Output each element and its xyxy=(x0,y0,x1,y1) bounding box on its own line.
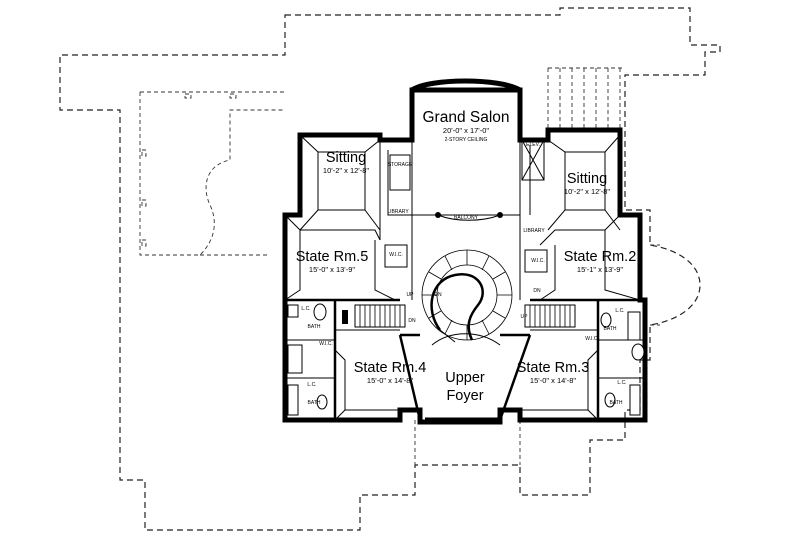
left-bath-fixtures xyxy=(285,303,335,416)
lc-left-bottom-label: L.C. xyxy=(307,382,316,388)
state-rm-3-name: State Rm.3 xyxy=(517,360,590,376)
bath-left-top-label: BATH xyxy=(308,324,321,330)
right-bath-fixtures xyxy=(598,311,645,416)
stair-left-dn-label: DN xyxy=(408,318,416,324)
state-rm-5-name: State Rm.5 xyxy=(296,249,369,265)
room-grand-salon: Grand Salon 20'-0" x 17'-0" 2-STORY CEIL… xyxy=(422,109,509,143)
upper-rooms-lines xyxy=(284,214,641,301)
bath-right-bottom-label: BATH xyxy=(610,400,623,406)
room-upper-foyer: Upper Foyer xyxy=(445,370,485,404)
sitting-left-name: Sitting xyxy=(326,150,366,166)
elev-label: ELEV. xyxy=(526,142,540,148)
grand-salon-dims: 20'-0" x 17'-0" xyxy=(443,126,489,135)
spiral-dn-label: DN xyxy=(434,292,442,298)
room-state-rm-2: State Rm.2 15'-1" x 13'-9" xyxy=(564,249,637,274)
library-right-label: LIBRARY xyxy=(523,228,545,234)
library-left-label: LIBRARY xyxy=(387,209,409,215)
state-rm-2-name: State Rm.2 xyxy=(564,249,637,265)
lower-floor-outline xyxy=(59,7,721,531)
lc-right-top-label: L.C. xyxy=(615,308,624,314)
upper-foyer-line2: Foyer xyxy=(446,388,483,404)
sitting-right-lines xyxy=(519,134,621,245)
hall-walls xyxy=(285,298,645,421)
state-rm-3-dims: 15'-0" x 14'-8" xyxy=(530,376,576,385)
state-rm-4-dims: 15'-0" x 14'-8" xyxy=(367,376,413,385)
grand-salon-note: 2-STORY CEILING xyxy=(445,137,488,143)
balcony-label: BALCONY xyxy=(454,215,479,221)
stair-right-dn-label: DN xyxy=(533,288,541,294)
storage-label: STORAGE xyxy=(388,162,413,168)
stair-left-up-label: UP xyxy=(407,292,415,298)
lc-left-top-label: L.C. xyxy=(301,306,310,312)
room-state-rm-5: State Rm.5 15'-0" x 13'-9" xyxy=(296,249,369,274)
grand-salon-name: Grand Salon xyxy=(422,109,509,126)
state-rm-5-dims: 15'-0" x 13'-9" xyxy=(309,265,355,274)
balcony-area xyxy=(411,140,521,300)
wic-4-label: W.I.C. xyxy=(319,341,333,347)
wic-2-label: W.I.C. xyxy=(531,258,545,264)
sitting-right-name: Sitting xyxy=(567,171,607,187)
wic-5-label: W.I.C. xyxy=(389,252,403,258)
room-state-rm-3: State Rm.3 15'-0" x 14'-8" xyxy=(517,360,590,385)
foyer-walls xyxy=(398,333,532,423)
upper-foyer-line1: Upper xyxy=(445,370,485,386)
state-rm-4-name: State Rm.4 xyxy=(354,360,427,376)
room-sitting-left: Sitting 10'-2" x 12'-8" xyxy=(323,150,369,175)
room-state-rm-4: State Rm.4 15'-0" x 14'-8" xyxy=(354,360,427,385)
lc-right-bottom-label: L.C. xyxy=(617,380,626,386)
wic-3-label: W.I.C. xyxy=(585,336,599,342)
bath-left-bottom-label: BATH xyxy=(308,400,321,406)
sitting-left-dims: 10'-2" x 12'-8" xyxy=(323,166,369,175)
spiral-stair xyxy=(421,249,513,343)
bath-right-top-label: BATH xyxy=(604,326,617,332)
straight-stairs xyxy=(342,304,576,328)
small-annotations: BALCONY LIBRARY LIBRARY STORAGE ELEV. W.… xyxy=(301,142,626,406)
stair-right-up-label: UP xyxy=(521,314,529,320)
state-rm-2-dims: 15'-1" x 13'-9" xyxy=(577,265,623,274)
room-sitting-right: Sitting 10'-2" x 12'-8" xyxy=(564,171,610,196)
sitting-left-lines xyxy=(299,134,412,240)
sitting-right-dims: 10'-2" x 12'-8" xyxy=(564,187,610,196)
